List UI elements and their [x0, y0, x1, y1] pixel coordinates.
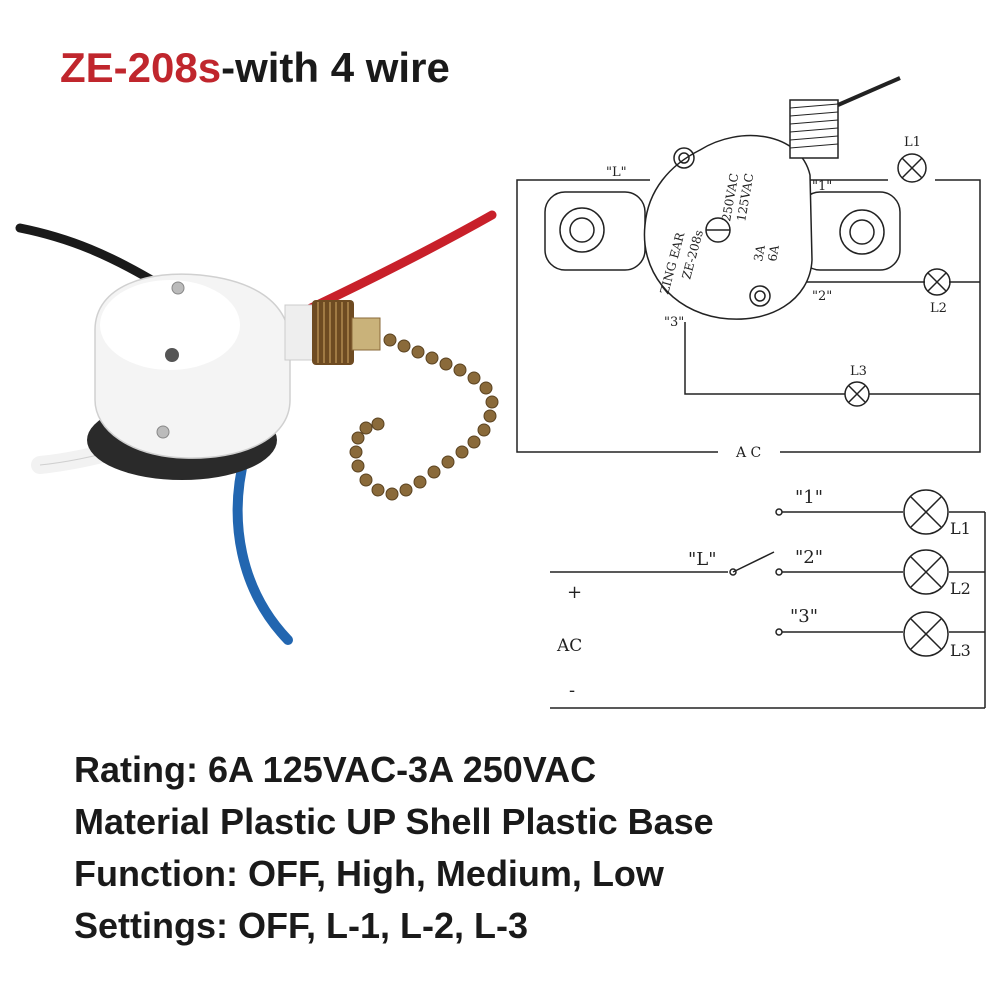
- spec-list: Rating: 6A 125VAC-3A 250VAC Material Pla…: [74, 744, 714, 952]
- title-rest: -with 4 wire: [221, 44, 450, 91]
- spec-material: Material Plastic UP Shell Plastic Base: [74, 801, 714, 842]
- ac-loop: [516, 179, 718, 453]
- bottom-source-label: AC: [556, 636, 582, 656]
- body-hole: [165, 348, 179, 362]
- pull-chain: [349, 333, 499, 501]
- top-diagram-labels: "L" "1" "2" "3" L1 L2 L3 A C ZING EAR ZE…: [606, 135, 947, 461]
- spec-settings: Settings: OFF, L-1, L-2, L-3: [74, 905, 529, 946]
- top-label-1: "1": [812, 179, 832, 194]
- bottom-lamp-1-label: L1: [950, 519, 971, 538]
- bottom-lamp-3-label: L3: [950, 641, 971, 660]
- top-lamp-1-label: L1: [904, 135, 921, 150]
- screw-top: [171, 281, 185, 295]
- bottom-lamp-2-label: L2: [950, 579, 971, 598]
- switch-photo: [15, 210, 499, 645]
- bottom-label-1: "1": [795, 487, 823, 508]
- spec-rating: Rating: 6A 125VAC-3A 250VAC: [74, 749, 597, 790]
- lamp-top-1: [897, 153, 927, 183]
- top-diagram: [516, 76, 981, 453]
- lamp-bottom-3: [903, 611, 949, 657]
- minus-sign: -: [569, 680, 575, 701]
- spec-function: Function: OFF, High, Medium, Low: [74, 853, 664, 894]
- blue-wire: [232, 450, 293, 645]
- bottom-label-L: "L": [688, 549, 717, 570]
- black-wire: [15, 223, 165, 290]
- brass-nut: [312, 300, 354, 365]
- top-lamp-3-label: L3: [850, 364, 867, 379]
- title-model: ZE-208s: [60, 44, 222, 91]
- lamp-top-3: [844, 381, 870, 407]
- top-label-2: "2": [812, 289, 832, 304]
- cable: [837, 76, 901, 107]
- lamp-bottom-2: [903, 549, 949, 595]
- bottom-label-2: "2": [795, 547, 823, 568]
- bottom-diagram-labels: "L" "1" "2" "3" L1 L2 L3 + AC -: [556, 487, 971, 701]
- bottom-label-3: "3": [790, 606, 818, 627]
- lamp-top-2: [923, 268, 951, 296]
- lamp-bottom-1: [903, 489, 949, 535]
- bottom-diagram: [550, 489, 986, 709]
- body-rating-4: 6A: [765, 244, 782, 263]
- plus-sign: +: [567, 582, 582, 603]
- top-label-L: "L": [606, 165, 627, 180]
- switch-neck: [284, 304, 316, 361]
- top-lamp-2-label: L2: [930, 301, 947, 316]
- switch-blade: [732, 551, 775, 573]
- screw-bottom: [156, 425, 170, 439]
- page-title: ZE-208s-with 4 wire: [60, 44, 450, 92]
- top-label-3: "3": [664, 315, 684, 330]
- switch-body-diagram: [643, 134, 813, 320]
- top-source-label: A C: [735, 445, 761, 461]
- body-rating-3: 3A: [751, 244, 768, 263]
